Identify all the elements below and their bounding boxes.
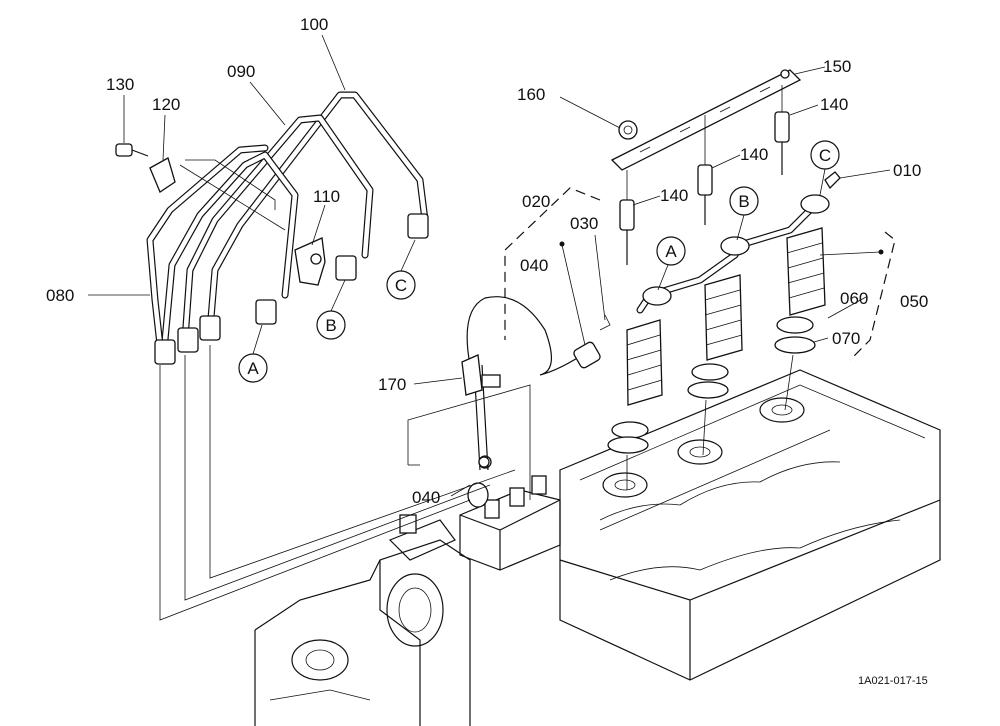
nozzle-holder-2 (687, 274, 743, 399)
part-label-090: 090 (227, 62, 255, 81)
part-label-060: 060 (840, 289, 868, 308)
part-label-010: 010 (893, 161, 921, 180)
part-label-120: 120 (152, 95, 180, 114)
overflow-hose (407, 296, 611, 500)
glow-plugs (619, 85, 790, 265)
injection-pipe-assembly (115, 91, 516, 621)
part-label-030: 030 (570, 214, 598, 233)
svg-text:C: C (395, 276, 407, 295)
short-pipes (636, 171, 841, 314)
part-label-140-c: 140 (820, 95, 848, 114)
part-label-040-a: 040 (520, 256, 548, 275)
svg-text:C: C (819, 146, 831, 165)
marker-right-b: B (729, 186, 759, 216)
glow-plug-1 (619, 199, 635, 265)
marker-right-a: A (656, 236, 686, 266)
group-bracket-050 (849, 231, 896, 361)
marker-left-b: B (316, 310, 346, 340)
part-label-170: 170 (378, 375, 406, 394)
glow-plug-3 (774, 111, 790, 175)
part-label-150: 150 (823, 57, 851, 76)
leader-lines (88, 34, 891, 497)
drawing-reference-code: 1A021-017-15 (858, 675, 928, 687)
part-label-080: 080 (46, 286, 74, 305)
nozzle-holder-3 (774, 227, 826, 354)
part-label-040-b: 040 (412, 488, 440, 507)
svg-text:A: A (665, 242, 677, 261)
part-label-050: 050 (900, 292, 928, 311)
marker-left-c: C (386, 270, 416, 300)
marker-left-a: A (238, 353, 268, 383)
marker-right-c: C (810, 140, 840, 170)
part-label-020: 020 (522, 192, 550, 211)
nozzle-holder-1 (607, 319, 663, 454)
svg-text:B: B (325, 316, 336, 335)
injection-pump (459, 455, 561, 571)
leakoff-rail (610, 69, 802, 171)
svg-text:B: B (738, 192, 749, 211)
nozzle-holders (607, 227, 826, 490)
glow-plug-2 (697, 164, 713, 225)
group-bracket-020 (504, 187, 601, 340)
part-label-130: 130 (106, 75, 134, 94)
part-label-070: 070 (832, 329, 860, 348)
part-label-140-b: 140 (740, 145, 768, 164)
part-label-140-a: 140 (660, 186, 688, 205)
svg-text:A: A (247, 359, 259, 378)
part-label-160: 160 (517, 85, 545, 104)
cylinder-head (559, 369, 941, 681)
part-label-110: 110 (313, 187, 340, 206)
gear-case (254, 514, 471, 726)
part-label-100: 100 (300, 15, 328, 34)
